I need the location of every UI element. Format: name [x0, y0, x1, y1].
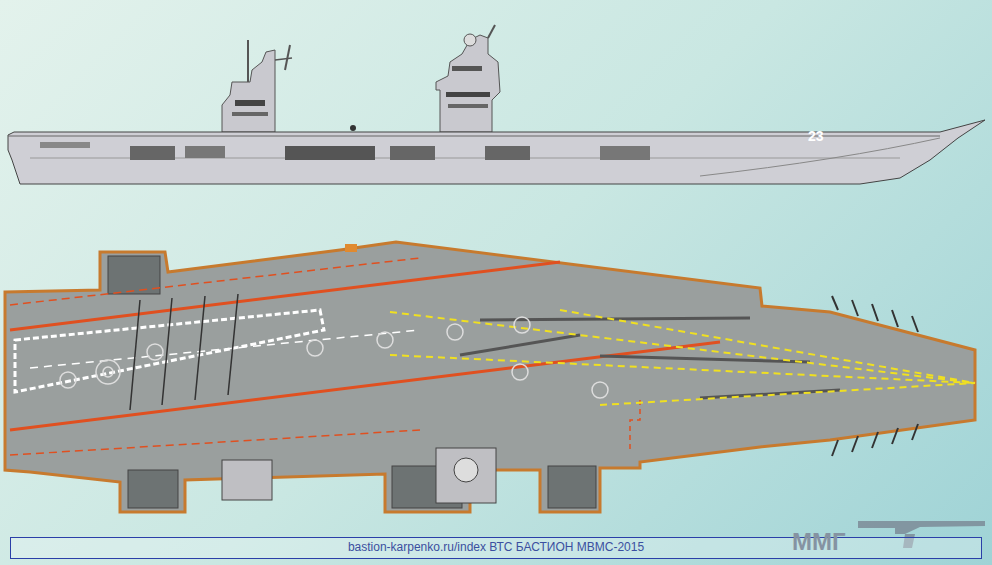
top-view — [5, 242, 975, 512]
watermark: ММГ — [792, 528, 846, 556]
hull-number: 23 — [808, 128, 824, 144]
side-view — [8, 25, 985, 184]
